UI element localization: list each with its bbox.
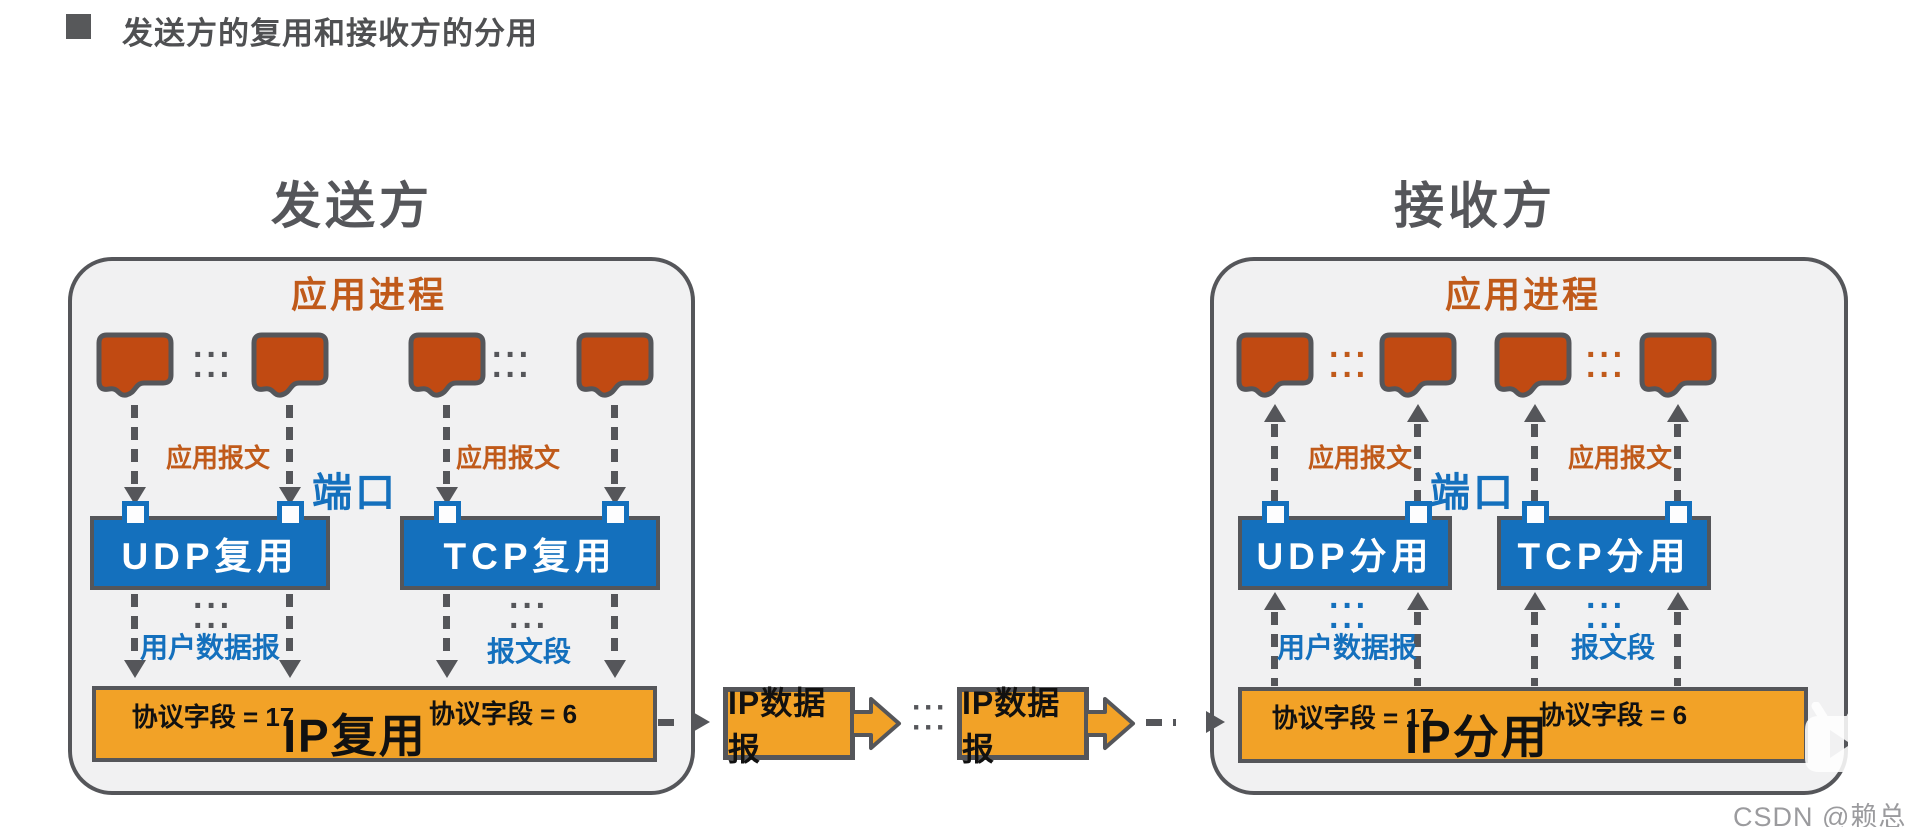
dashed-line <box>611 594 618 662</box>
app-message-label: 应用报文 <box>455 443 560 473</box>
arrow-up-icon <box>1264 404 1286 422</box>
arrow-down-icon <box>604 487 626 505</box>
arrow-up-icon <box>1667 592 1689 610</box>
port-socket <box>277 501 304 528</box>
header-bullet-icon <box>66 14 91 39</box>
ip-multiplex-label: IP复用 <box>283 710 427 762</box>
port-socket <box>1665 501 1692 528</box>
document-icon <box>96 332 174 398</box>
arrow-up-icon <box>1524 404 1546 422</box>
arrow-up-icon <box>1407 592 1429 610</box>
document-icon <box>408 332 486 398</box>
protocol-field-udp: 协议字段 = 17 <box>1271 703 1435 733</box>
arrow-down-icon <box>279 487 301 505</box>
dashed-line <box>1414 424 1421 502</box>
dashed-line <box>611 405 618 489</box>
port-socket <box>122 501 149 528</box>
arrow-down-icon <box>279 660 301 678</box>
arrow-up-icon <box>1264 592 1286 610</box>
dashed-line <box>443 405 450 489</box>
ellipsis: ··· ··· <box>1329 336 1369 394</box>
dashed-line <box>131 594 138 662</box>
arrow-right-icon <box>691 711 710 733</box>
document-icon <box>1379 332 1457 398</box>
port-socket <box>1262 501 1289 528</box>
video-play-icon <box>1805 702 1869 772</box>
arrow-right-icon <box>1206 711 1225 733</box>
dashed-line <box>443 594 450 662</box>
arrow-up-icon <box>1407 404 1429 422</box>
protocol-field-udp: 协议字段 = 17 <box>131 702 295 732</box>
arrow-up-icon <box>1524 592 1546 610</box>
block-arrow-right-icon <box>850 697 901 750</box>
dashed-line <box>1531 612 1538 686</box>
dashed-line <box>1674 612 1681 686</box>
sender-title: 发送方 <box>271 178 433 234</box>
sender-app-process-label: 应用进程 <box>290 274 447 315</box>
watermark-text: CSDN @赖总冲冲冲 <box>1733 802 1907 827</box>
ip-demultiplex-label: IP分用 <box>1405 711 1549 763</box>
ellipsis: ··· ··· <box>1586 336 1626 394</box>
arrow-down-icon <box>436 487 458 505</box>
app-message-label: 应用报文 <box>165 443 270 473</box>
ip-datagram-box: IP数据报 <box>957 685 1089 767</box>
dashed-line <box>658 719 684 726</box>
dashed-line <box>286 594 293 662</box>
port-socket <box>434 501 461 528</box>
app-message-label: 应用报文 <box>1307 443 1412 473</box>
arrow-down-icon <box>604 660 626 678</box>
dashed-line <box>1414 612 1421 686</box>
receiver-app-process-label: 应用进程 <box>1444 274 1601 315</box>
port-socket <box>602 501 629 528</box>
arrow-down-icon <box>124 660 146 678</box>
ellipsis: ··· ··· <box>912 691 948 744</box>
page-title: 发送方的复用和接收方的分用 <box>122 16 538 51</box>
dashed-line <box>131 405 138 489</box>
ip-demultiplex-box <box>1238 687 1808 763</box>
ellipsis: ··· ··· <box>193 336 233 394</box>
port-label: 端口 <box>1430 471 1516 515</box>
tcp-demultiplex-box: TCP分用 <box>1497 516 1711 590</box>
protocol-field-tcp: 协议字段 = 6 <box>428 699 578 729</box>
document-icon <box>576 332 654 398</box>
app-message-label: 应用报文 <box>1567 443 1672 473</box>
dashed-line <box>1271 612 1278 686</box>
dashed-line <box>286 405 293 489</box>
port-socket <box>1522 501 1549 528</box>
tcp-multiplex-box: TCP复用 <box>400 516 660 590</box>
dashed-line <box>1146 719 1176 726</box>
block-arrow-right-icon <box>1084 697 1135 750</box>
port-label: 端口 <box>312 471 398 515</box>
user-datagram-label: 用户数据报 <box>1276 632 1417 663</box>
udp-multiplex-box: UDP复用 <box>90 516 330 590</box>
protocol-field-tcp: 协议字段 = 6 <box>1538 700 1688 730</box>
udp-demultiplex-box: UDP分用 <box>1238 516 1452 590</box>
receiver-title: 接收方 <box>1394 178 1556 234</box>
ip-multiplex-box <box>92 686 657 762</box>
dashed-line <box>1531 424 1538 502</box>
segment-label: 报文段 <box>1570 632 1655 663</box>
dashed-line <box>1271 424 1278 502</box>
ellipsis: ··· ··· <box>492 336 532 394</box>
document-icon <box>1236 332 1314 398</box>
segment-label: 报文段 <box>486 636 571 667</box>
document-icon <box>251 332 329 398</box>
ip-datagram-box: IP数据报 <box>723 685 855 767</box>
arrow-down-icon <box>124 487 146 505</box>
document-icon <box>1639 332 1717 398</box>
user-datagram-label: 用户数据报 <box>139 632 280 663</box>
document-icon <box>1494 332 1572 398</box>
arrow-up-icon <box>1667 404 1689 422</box>
dashed-line <box>1674 424 1681 502</box>
arrow-down-icon <box>436 660 458 678</box>
port-socket <box>1405 501 1432 528</box>
